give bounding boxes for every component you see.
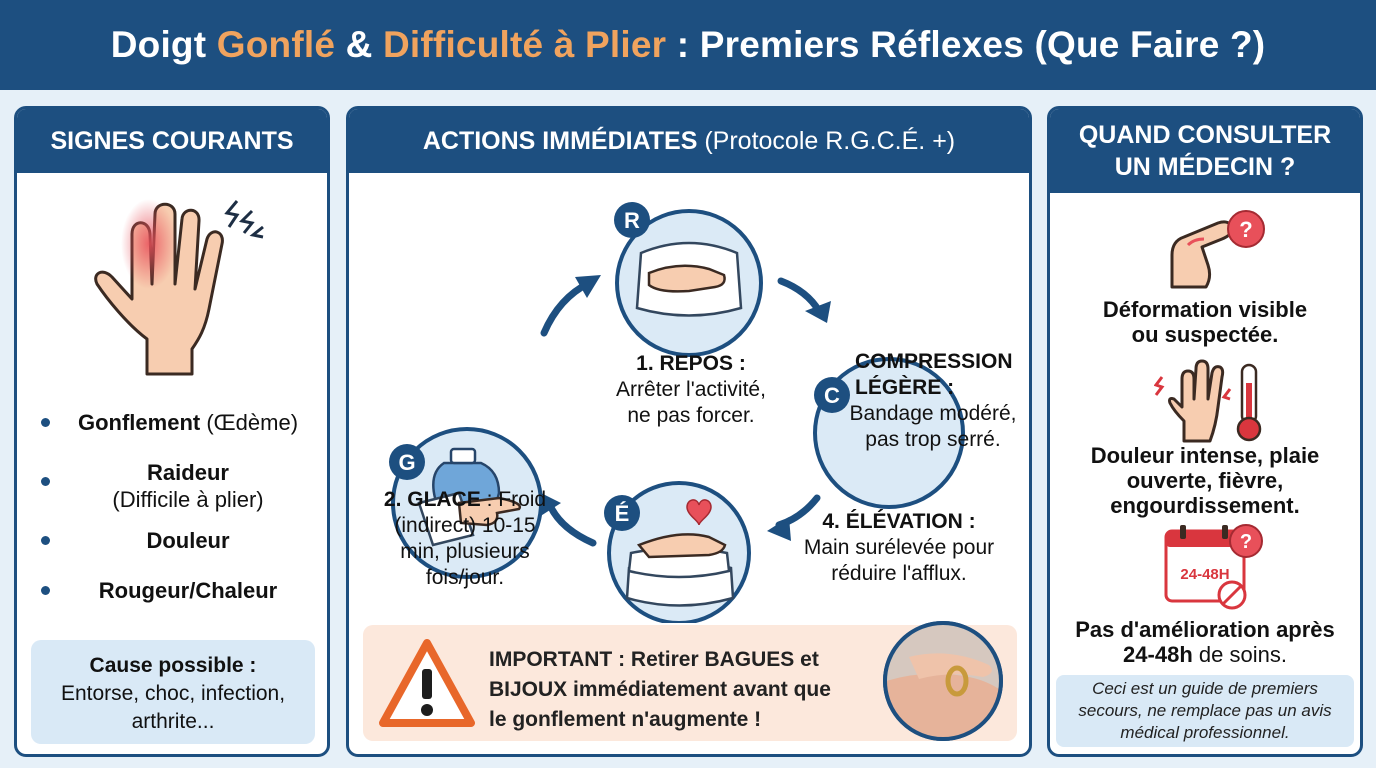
page-title: Doigt Gonflé & Difficulté à Plier : Prem… xyxy=(0,0,1376,90)
deformed-finger-icon: ? xyxy=(1170,210,1265,289)
step-c-title-1: COMPRESSION xyxy=(855,350,1013,373)
sign-name: Rougeur/Chaleur xyxy=(98,578,278,603)
bullet-icon xyxy=(41,418,50,427)
consult-item-1: Déformation visible ou suspectée. xyxy=(1102,297,1308,347)
cause-box: Cause possible : Entorse, choc, infectio… xyxy=(31,640,315,744)
step-g-title: 2. GLACE xyxy=(383,488,481,511)
actions-heading-bold: ACTIONS IMMÉDIATES xyxy=(422,126,698,155)
step-c-circle: C xyxy=(813,357,965,509)
title-accent-2: Difficulté à Plier xyxy=(383,24,667,65)
cause-title: Cause possible : xyxy=(89,654,257,677)
step-r-circle: R xyxy=(614,202,763,357)
consult-heading-line-1: QUAND CONSULTER xyxy=(1078,121,1332,149)
title-part-1: Doigt xyxy=(110,24,217,65)
arrow-r-to-c xyxy=(777,277,823,315)
calendar-label: 24-48H xyxy=(1180,566,1229,583)
svg-text:?: ? xyxy=(1240,531,1252,553)
step-c-title-2: LÉGÈRE : xyxy=(855,376,955,399)
bullet-icon xyxy=(41,477,50,486)
step-r-title: 1. REPOS : xyxy=(636,352,746,375)
calendar-icon: 24-48H ? xyxy=(1164,524,1263,610)
arrow-head-icon xyxy=(539,493,561,517)
consult-heading-line-2: UN MÉDECIN ? xyxy=(1114,153,1296,181)
cause-text: Entorse, choc, infection, arthrite... xyxy=(60,682,286,733)
actions-heading: ACTIONS IMMÉDIATES (Protocole R.G.C.É. +… xyxy=(349,109,1029,173)
important-warning-box: IMPORTANT : Retirer BAGUES et BIJOUX imm… xyxy=(363,621,1017,741)
disclaimer-box: Ceci est un guide de premiers secours, n… xyxy=(1056,675,1354,747)
warning-triangle-icon xyxy=(379,639,475,727)
arrow-head-icon xyxy=(575,275,601,298)
title-part-2: & xyxy=(335,24,383,65)
step-c-text: COMPRESSION LÉGÈRE : Bandage modéré, pas… xyxy=(835,349,1029,453)
important-text: IMPORTANT : Retirer BAGUES et BIJOUX imm… xyxy=(489,648,831,731)
swollen-hand-icon xyxy=(94,199,264,376)
consult-item-2: Douleur intense, plaie ouverte, fièvre, … xyxy=(1090,443,1320,518)
sign-name: Gonflement xyxy=(77,410,201,435)
step-e-text: 4. ÉLÉVATION : Main surélevée pour rédui… xyxy=(803,510,995,585)
consult-item-3: Pas d'amélioration après 24-48h de soins… xyxy=(1075,617,1335,667)
pain-fever-icon xyxy=(1154,359,1262,443)
sign-name: Raideur xyxy=(147,460,229,485)
signs-heading: SIGNES COURANTS xyxy=(17,109,327,173)
actions-panel: ACTIONS IMMÉDIATES (Protocole R.G.C.É. +… xyxy=(346,106,1032,757)
rgce-cycle-diagram: R G C É xyxy=(389,202,965,623)
step-r-letter: R xyxy=(624,208,640,233)
title-part-3: : Premiers Réflexes (Que Faire ?) xyxy=(666,24,1266,65)
svg-text:?: ? xyxy=(1239,217,1252,242)
signs-panel: SIGNES COURANTS Gonflement (Œdème) Raide… xyxy=(14,106,330,757)
arrow-g-to-r xyxy=(540,279,593,337)
actions-heading-light: (Protocole R.G.C.É. +) xyxy=(697,126,956,155)
consult-panel: QUAND CONSULTER UN MÉDECIN ? ? Déformati… xyxy=(1047,106,1363,757)
step-e-letter: É xyxy=(615,501,630,526)
sign-name: Douleur xyxy=(146,528,230,553)
arrow-head-icon xyxy=(767,517,791,541)
consult-heading: QUAND CONSULTER UN MÉDECIN ? xyxy=(1050,109,1360,193)
step-g-letter: G xyxy=(398,450,415,475)
bullet-icon xyxy=(41,586,50,595)
step-g-circle: G xyxy=(389,427,543,579)
step-g-text: 2. GLACE : Froid (indirect) 10-15 min, p… xyxy=(383,488,547,589)
arrow-head-icon xyxy=(805,301,831,323)
bullet-icon xyxy=(41,536,50,545)
ring-removal-photo-icon xyxy=(883,621,1003,741)
step-r-text: 1. REPOS : Arrêter l'activité, ne pas fo… xyxy=(616,352,766,427)
step-e-circle: É xyxy=(604,481,751,623)
sign-detail: (Œdème) xyxy=(200,410,299,435)
step-c-letter: C xyxy=(824,383,840,408)
title-accent-1: Gonflé xyxy=(216,24,336,65)
step-e-title: 4. ÉLÉVATION : xyxy=(822,510,976,533)
sign-detail: (Difficile à plier) xyxy=(112,487,264,512)
